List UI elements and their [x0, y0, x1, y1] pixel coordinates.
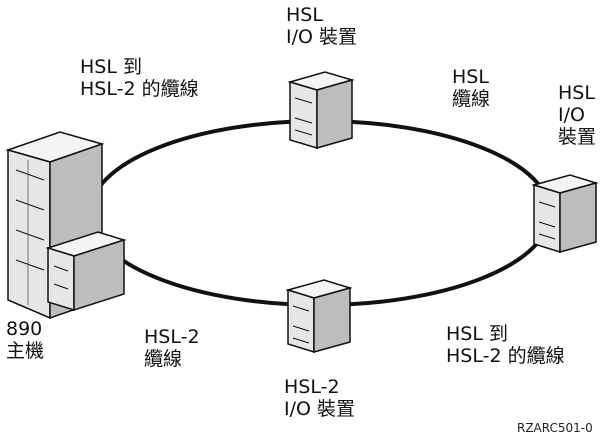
bottom-left-cable-label: HSL-2 纜線: [144, 326, 200, 370]
top-right-cable-label: HSL 纜線: [452, 66, 491, 110]
right-io-tower-icon: [531, 174, 599, 254]
right-io-label: HSL I/O 裝置: [558, 82, 597, 148]
left-cable-label: HSL 到 HSL-2 的纜線: [80, 56, 199, 100]
bottom-io-tower-icon: [285, 279, 353, 354]
top-io-label: HSL I/O 裝置: [286, 4, 357, 48]
host-label: 890 主機: [6, 318, 45, 362]
host-server-icon: [5, 131, 127, 320]
figure-id: RZARC501-0: [517, 421, 593, 435]
hsl-loop-cable: [88, 119, 552, 307]
top-io-tower-icon: [287, 71, 355, 150]
bottom-io-label: HSL-2 I/O 裝置: [284, 376, 355, 420]
bottom-right-cable-label: HSL 到 HSL-2 的纜線: [446, 323, 565, 367]
